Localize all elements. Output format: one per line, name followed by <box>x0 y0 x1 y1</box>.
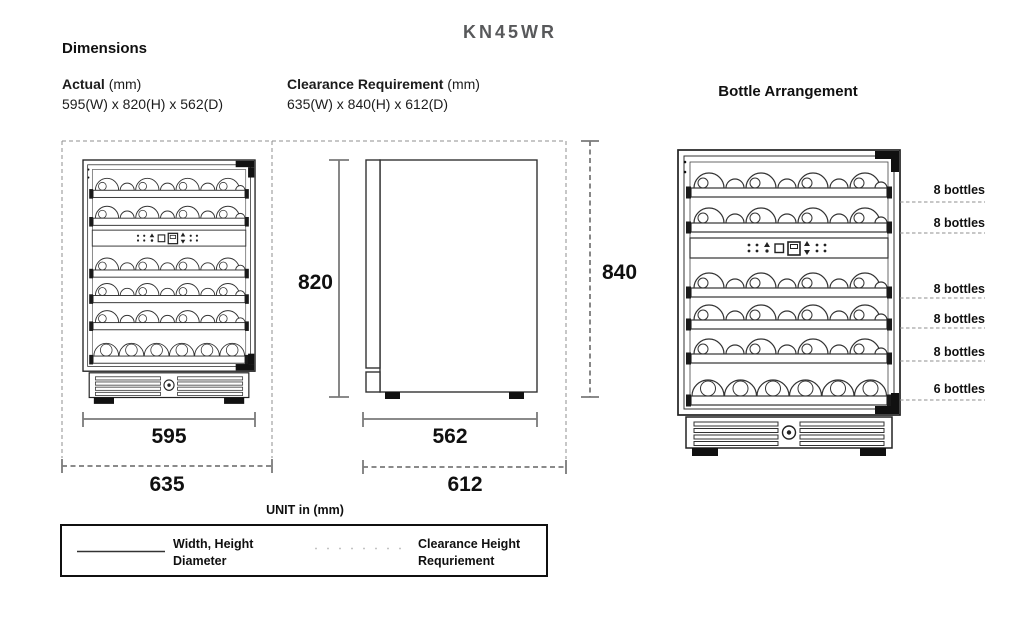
leader-lines <box>900 201 985 401</box>
clearance-boundary-dashed <box>61 140 567 459</box>
dim-height-clearance: 840 <box>602 261 638 284</box>
dimensions-heading: Dimensions <box>62 40 148 57</box>
bottle-count-label: 6 bottles <box>933 382 985 396</box>
dim-width-clearance: 635 <box>149 473 185 496</box>
dim-width-actual: 595 <box>151 425 187 448</box>
legend-box <box>60 524 548 577</box>
bottle-arrangement-drawing <box>678 150 900 456</box>
dim-height-actual: 820 <box>297 271 333 294</box>
legend-dashed-line2: Requriement <box>418 554 495 568</box>
clearance-dims-label: Clearance Requirement (mm) <box>287 76 480 92</box>
actual-unit: (mm) <box>108 76 142 92</box>
dim-depth-clearance: 612 <box>447 473 483 496</box>
bottle-count-label: 8 bottles <box>933 216 985 230</box>
bottle-count-label: 8 bottles <box>933 282 985 296</box>
legend-dashed-text: Clearance Height Requriement <box>418 536 520 570</box>
bottle-count-label: 8 bottles <box>933 345 985 359</box>
legend-solid-text: Width, Height Diameter <box>173 536 253 570</box>
legend-dashed-line1: Clearance Height <box>418 537 521 551</box>
legend-solid-line1: Width, Height <box>173 537 254 551</box>
dimension-lines <box>61 140 599 474</box>
page-title: KN45WR <box>462 22 557 42</box>
actual-dims-value: 595(W) x 820(H) x 562(D) <box>62 96 224 112</box>
dim-depth-actual: 562 <box>432 425 468 448</box>
bottle-arrangement-heading: Bottle Arrangement <box>718 83 858 100</box>
side-view-drawing <box>365 159 538 399</box>
clearance-unit: (mm) <box>447 76 480 92</box>
front-view-drawing <box>83 160 255 404</box>
legend-solid-line2: Diameter <box>173 554 227 568</box>
actual-label: Actual <box>62 76 105 92</box>
clearance-label: Clearance Requirement <box>287 76 444 92</box>
unit-label: UNIT in (mm) <box>266 503 344 517</box>
clearance-dims-value: 635(W) x 840(H) x 612(D) <box>287 96 449 112</box>
bottle-count-label: 8 bottles <box>933 312 985 326</box>
bottle-count-label: 8 bottles <box>933 183 985 197</box>
actual-dims-label: Actual (mm) <box>62 76 141 92</box>
